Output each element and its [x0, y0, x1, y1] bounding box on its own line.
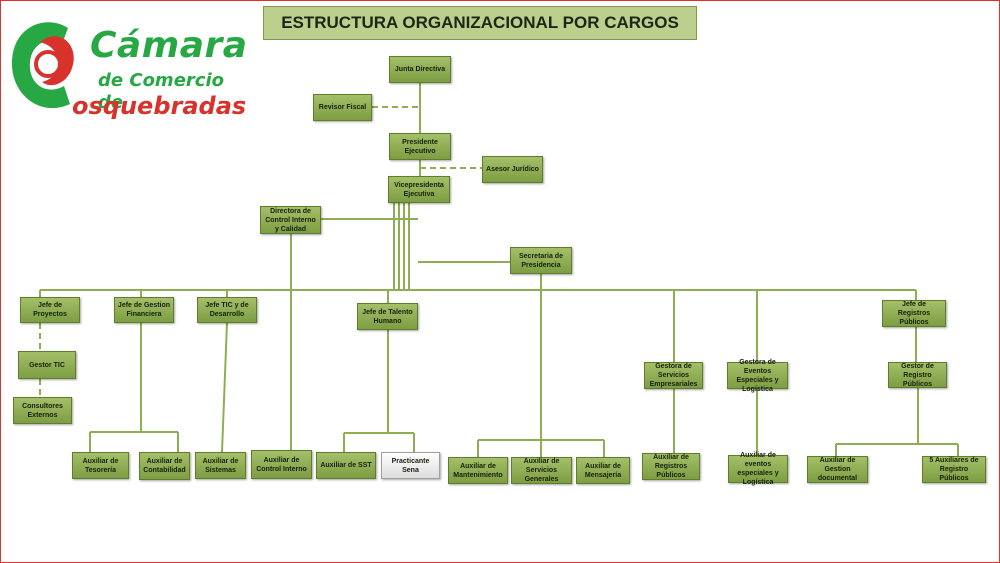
box-gestor-tic: Gestor TIC: [18, 351, 76, 379]
box-auxiliar-contabilidad: Auxiliar de Contabilidad: [139, 452, 190, 480]
box-auxiliar-sistemas: Auxiliar de Sistemas: [195, 452, 246, 479]
box-jefe-talento-humano: Jefe de Talento Humano: [357, 303, 418, 330]
box-asesor-juridico: Asesor Jurídico: [482, 156, 543, 183]
box-revisor-fiscal: Revisor Fiscal: [313, 94, 372, 121]
logo-city-text: osquebradas: [72, 92, 247, 120]
box-auxiliar-eventos-especiales: Auxiliar de eventos especiales y Logísti…: [728, 452, 788, 486]
logo: Cámara de Comercio de osquebradas: [6, 12, 248, 124]
box-secretaria-presidencia: Secretaria de Presidencia: [510, 247, 572, 274]
box-vicepresidenta-ejecutiva: Vicepresidenta Ejecutiva: [388, 176, 450, 203]
box-auxiliar-control-interno: Auxiliar de Control Interno: [251, 450, 312, 479]
logo-subtitle-text: de Comercio de: [98, 70, 224, 113]
box-auxiliar-gestion-documental: Auxiliar de Gestion documental: [807, 456, 868, 483]
box-auxiliar-registros-publicos: Auxiliar de Registros Públicos: [642, 453, 700, 480]
box-practicante-sena: Practicante Sena: [381, 452, 440, 479]
box-jefe-registros-publicos: Jefe de Registros Públicos: [882, 300, 946, 327]
box-gestor-registro-publicos: Gestor de Registro Públicos: [888, 362, 947, 388]
box-auxiliar-sst: Auxiliar de SST: [316, 452, 376, 479]
box-auxiliar-mantenimiento: Auxiliar de Mantenimiento: [448, 457, 508, 484]
box-auxiliar-servicios-generales: Auxiliar de Servicios Generales: [511, 457, 572, 484]
logo-brand-text: Cámara: [90, 25, 248, 66]
box-presidente-ejecutivo: Presidente Ejecutivo: [389, 133, 451, 160]
logo-emblem: [11, 22, 74, 109]
box-gestora-eventos-especiales: Gestora de Eventos Especiales y Logístic…: [727, 359, 788, 393]
box-jefe-proyectos: Jefe de Proyectos: [20, 297, 80, 323]
box-auxiliar-mensajeria: Auxiliar de Mensajería: [576, 457, 630, 484]
page-title: ESTRUCTURA ORGANIZACIONAL POR CARGOS: [263, 6, 697, 40]
box-consultores-externos: Consultores Externos: [13, 397, 72, 424]
box-gestora-servicios-empresariales: Gestora de Servicios Empresariales: [644, 362, 703, 389]
box-jefe-gestion-financiera: Jefe de Gestion Financiera: [114, 297, 174, 323]
box-directora-control-interno: Directora de Control Interno y Calidad: [260, 206, 321, 234]
box-5-auxiliares-registro-publicos: 5 Auxiliares de Registro Públicos: [922, 456, 986, 483]
box-jefe-tic: Jefe TIC y de Desarrollo: [197, 297, 257, 323]
box-auxiliar-tesoreria: Auxiliar de Tesorería: [72, 452, 129, 479]
box-junta-directiva: Junta Directiva: [389, 56, 451, 83]
